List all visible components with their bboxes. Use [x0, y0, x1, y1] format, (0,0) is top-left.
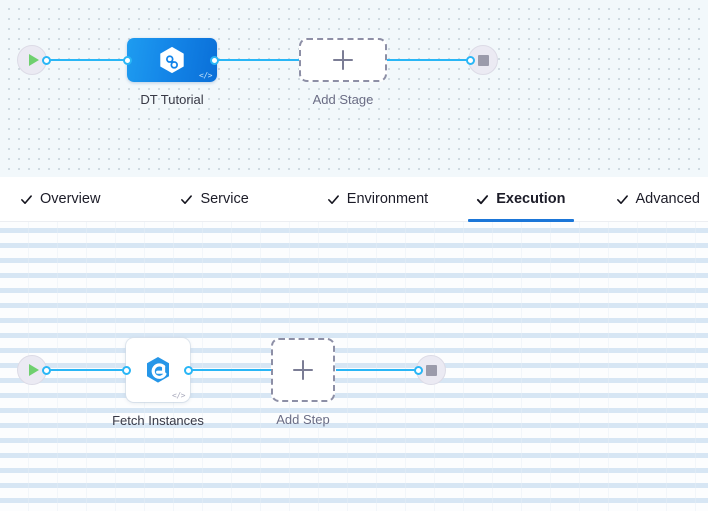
check-icon	[477, 194, 489, 204]
stage-node-label: DT Tutorial	[140, 92, 204, 107]
play-icon	[28, 364, 39, 376]
stop-icon	[425, 364, 437, 376]
code-badge-icon: </>	[199, 71, 212, 80]
plus-icon	[293, 360, 313, 380]
tab-environment[interactable]: Environment	[313, 177, 442, 222]
add-stage-label: Add Stage	[312, 92, 374, 107]
pipeline-stage-tabs[interactable]: Overview Service Environment Execution A…	[0, 177, 708, 222]
stage-input-port[interactable]	[123, 56, 132, 65]
add-stage-button[interactable]	[299, 38, 387, 82]
check-icon	[21, 194, 32, 204]
plus-icon	[333, 50, 353, 70]
execution-end-input-port[interactable]	[414, 366, 423, 375]
tab-overview[interactable]: Overview	[6, 177, 114, 222]
code-badge-icon: </>	[172, 391, 185, 400]
stop-icon	[477, 54, 489, 66]
add-step-button[interactable]	[271, 338, 335, 402]
pipeline-stage-canvas[interactable]: </> DT Tutorial Add Stage	[0, 0, 708, 177]
tab-overview-label: Overview	[40, 191, 101, 207]
end-input-port[interactable]	[466, 56, 475, 65]
edge-start-to-stage	[46, 59, 131, 61]
tab-service[interactable]: Service	[166, 177, 262, 222]
execution-step-canvas[interactable]: </> Fetch Instances Add Step	[0, 222, 708, 511]
tab-advanced[interactable]: Advanced	[602, 177, 708, 222]
edge-start-to-step	[46, 369, 128, 371]
stage-node-dt-tutorial[interactable]: </>	[127, 38, 217, 82]
tab-execution[interactable]: Execution	[462, 177, 579, 222]
play-icon	[28, 54, 39, 66]
edge-add-step-to-end	[336, 369, 420, 371]
edge-add-stage-to-end	[382, 59, 472, 61]
tab-environment-label: Environment	[346, 191, 429, 207]
step-output-port[interactable]	[184, 366, 193, 375]
tab-execution-label: Execution	[496, 191, 566, 207]
check-icon	[327, 194, 339, 204]
start-output-port[interactable]	[42, 56, 51, 65]
step-node-fetch-instances[interactable]: </>	[126, 338, 190, 402]
shell-script-hexagon-icon	[147, 357, 169, 383]
harness-hexagon-link-icon	[160, 46, 184, 74]
check-icon	[616, 194, 628, 204]
execution-start-output-port[interactable]	[42, 366, 51, 375]
stage-output-port[interactable]	[210, 56, 219, 65]
check-icon	[181, 194, 193, 204]
tab-service-label: Service	[200, 191, 249, 207]
add-step-label: Add Step	[276, 412, 330, 427]
edge-step-to-add-step	[188, 369, 271, 371]
edge-stage-to-add-stage	[214, 59, 304, 61]
step-node-label: Fetch Instances	[112, 413, 204, 428]
step-input-port[interactable]	[122, 366, 131, 375]
tab-advanced-label: Advanced	[635, 191, 701, 207]
